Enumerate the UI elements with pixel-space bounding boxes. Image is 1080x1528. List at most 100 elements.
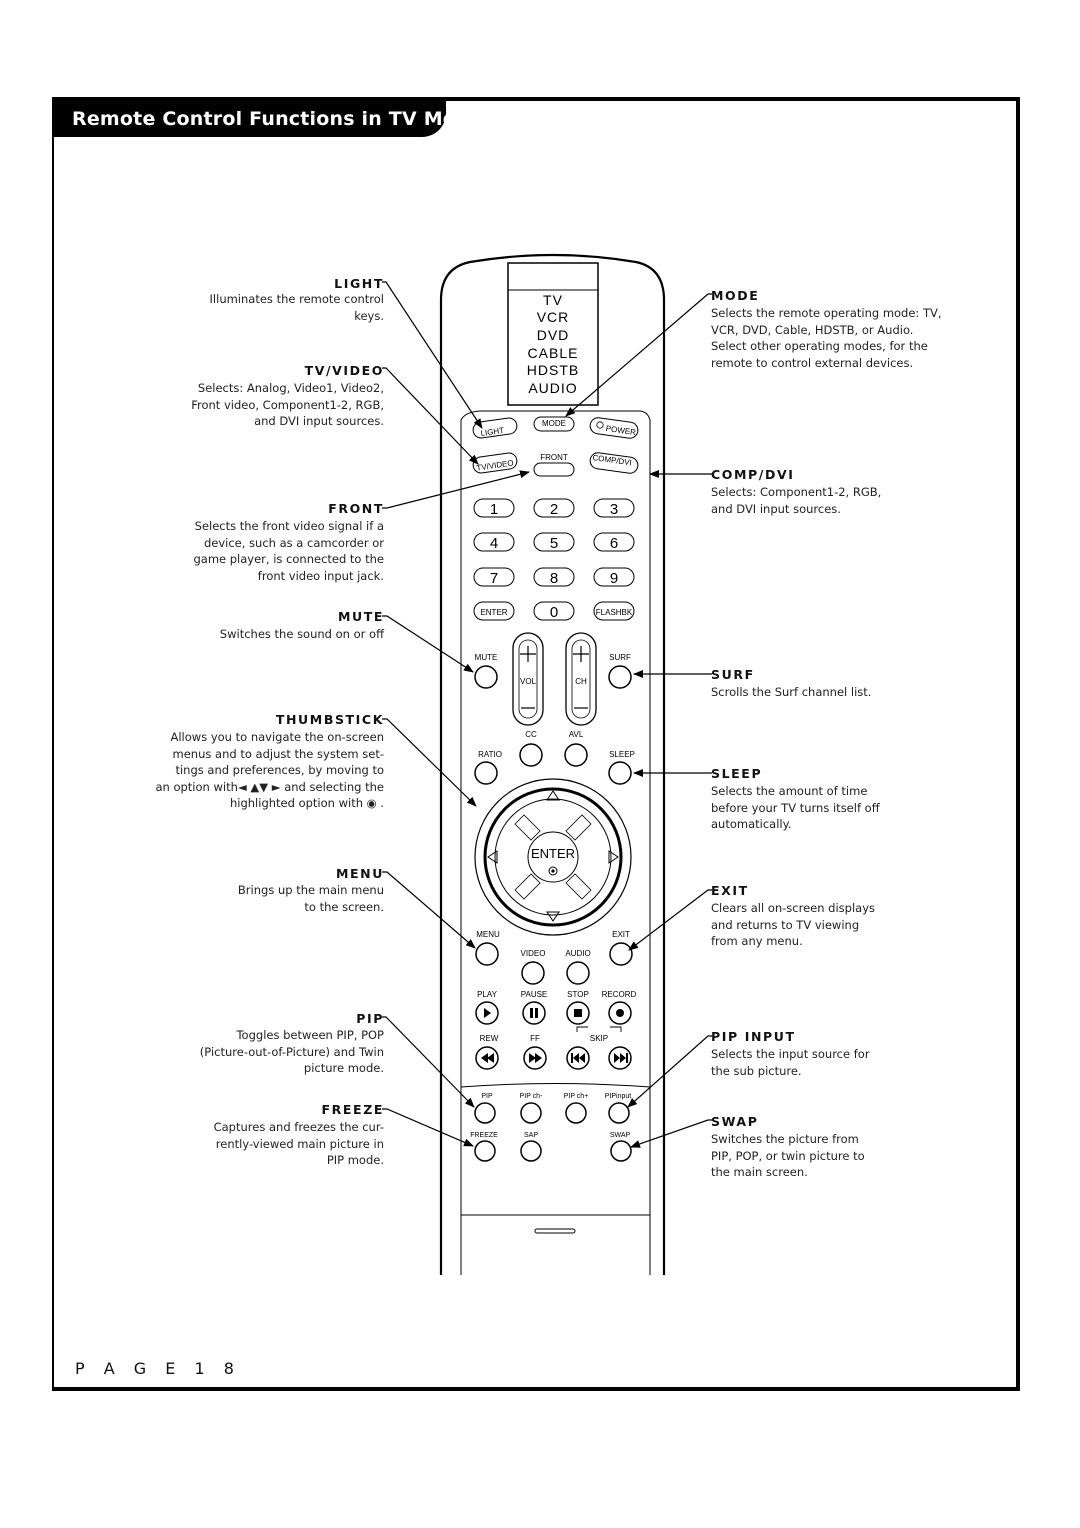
mode-button[interactable] — [533, 416, 575, 432]
channel-rocker[interactable] — [565, 632, 597, 726]
skip-back-icon — [571, 1053, 585, 1063]
light-button[interactable] — [472, 417, 518, 439]
surf-button[interactable] — [608, 665, 632, 689]
rewind-icon — [481, 1053, 494, 1063]
pause-button[interactable] — [522, 1001, 546, 1025]
freeze-leader-line — [382, 1108, 474, 1147]
digit-8-label: 8 — [550, 570, 558, 587]
mode-vcr: VCR — [537, 309, 570, 325]
pipinput-leader-line — [627, 1035, 712, 1108]
arrow-down-icon[interactable] — [546, 911, 560, 922]
sleep-heading: SLEEP — [711, 766, 763, 781]
tvvideo-description: Selects: Analog, Video1, Video2,Front vi… — [191, 381, 384, 428]
compdvi-heading: COMP/DVI — [711, 467, 795, 482]
flashbk-button[interactable] — [593, 601, 635, 621]
surf-description: Scrolls the Surf channel list. — [711, 685, 872, 699]
light-leader-line — [382, 281, 483, 429]
pipch-plus-button[interactable] — [565, 1102, 587, 1124]
digit-3-label: 3 — [610, 501, 618, 518]
avl-button[interactable] — [564, 743, 588, 767]
video-button[interactable] — [521, 961, 545, 985]
power-icon — [596, 421, 604, 429]
skip-forward-button[interactable] — [608, 1046, 632, 1070]
play-button[interactable] — [475, 1001, 499, 1025]
mute-button[interactable] — [474, 665, 498, 689]
digit-4-button[interactable] — [473, 532, 515, 552]
compdvi-button[interactable] — [589, 452, 639, 475]
play-label: PLAY — [477, 990, 498, 999]
digit-6-button[interactable] — [593, 532, 635, 552]
mode-heading: MODE — [711, 288, 760, 303]
digit-9-button[interactable] — [593, 567, 635, 587]
exit-button[interactable] — [609, 942, 633, 966]
rew-button[interactable] — [475, 1046, 499, 1070]
sap-button[interactable] — [520, 1140, 542, 1162]
pip-leader-line — [382, 1016, 475, 1108]
skip-back-button[interactable] — [566, 1046, 590, 1070]
record-label: RECORD — [602, 990, 637, 999]
play-icon — [484, 1008, 491, 1018]
mode-display — [507, 262, 599, 406]
page-number: P A G E 1 8 — [75, 1359, 241, 1378]
digit-1-button[interactable] — [473, 498, 515, 518]
ratio-button[interactable] — [474, 761, 498, 785]
digit-3-button[interactable] — [593, 498, 635, 518]
mode-leader-line — [565, 293, 712, 417]
pipinput-button[interactable] — [608, 1102, 630, 1124]
stop-icon — [574, 1009, 582, 1017]
digit-8-button[interactable] — [533, 567, 575, 587]
ff-label: FF — [530, 1034, 540, 1043]
pip-button[interactable] — [474, 1102, 496, 1124]
exit-heading: EXIT — [711, 883, 749, 898]
remote-inner-outline — [460, 410, 651, 1275]
menu-label: MENU — [476, 930, 500, 939]
front-button[interactable] — [533, 462, 575, 477]
thumbstick-leader-line — [382, 718, 477, 807]
record-button[interactable] — [608, 1001, 632, 1025]
stop-button[interactable] — [566, 1001, 590, 1025]
video-label: VIDEO — [521, 949, 546, 958]
digit-2-button[interactable] — [533, 498, 575, 518]
freeze-description: Captures and freezes the cur-rently-view… — [213, 1120, 384, 1167]
pause-label: PAUSE — [521, 990, 548, 999]
digit-5-button[interactable] — [533, 532, 575, 552]
mode-description: Selects the remote operating mode: TV,VC… — [711, 306, 942, 370]
menu-button[interactable] — [475, 942, 499, 966]
digit-9-label: 9 — [610, 570, 618, 587]
pipch-minus-button[interactable] — [520, 1102, 542, 1124]
mode-tv: TV — [543, 292, 563, 308]
arrow-up-icon[interactable] — [546, 790, 560, 801]
volume-rocker[interactable] — [512, 632, 544, 726]
digit-2-label: 2 — [550, 501, 558, 518]
ff-button[interactable] — [523, 1046, 547, 1070]
thumbstick[interactable] — [483, 787, 623, 927]
enter-small-button[interactable] — [473, 601, 515, 621]
power-button[interactable] — [589, 417, 639, 440]
pipinput-heading: PIP INPUT — [711, 1029, 796, 1044]
sleep-button[interactable] — [608, 761, 632, 785]
freeze-button[interactable] — [474, 1140, 496, 1162]
arrow-left-icon[interactable] — [487, 850, 498, 864]
cc-label: CC — [525, 730, 537, 739]
mode-audio: AUDIO — [528, 380, 577, 396]
menu-leader-line — [382, 871, 476, 949]
remote-body-outline — [439, 253, 666, 1275]
swap-button[interactable] — [610, 1140, 632, 1162]
stop-label: STOP — [567, 990, 589, 999]
cc-button[interactable] — [519, 743, 543, 767]
tvvideo-button[interactable] — [472, 452, 518, 474]
surf-heading: SURF — [711, 667, 755, 682]
ch-label: CH — [575, 677, 587, 686]
audio-button[interactable] — [566, 961, 590, 985]
mute-heading: MUTE — [337, 609, 384, 624]
menu-heading: MENU — [336, 866, 384, 881]
digit-0-button[interactable] — [533, 601, 575, 621]
mute-label: MUTE — [475, 653, 498, 662]
thumbstick-heading: THUMBSTICK — [275, 712, 384, 727]
front-button-label: FRONT — [540, 453, 568, 462]
swap-label: SWAP — [610, 1132, 631, 1139]
digit-7-button[interactable] — [473, 567, 515, 587]
arrow-right-icon[interactable] — [608, 850, 619, 864]
